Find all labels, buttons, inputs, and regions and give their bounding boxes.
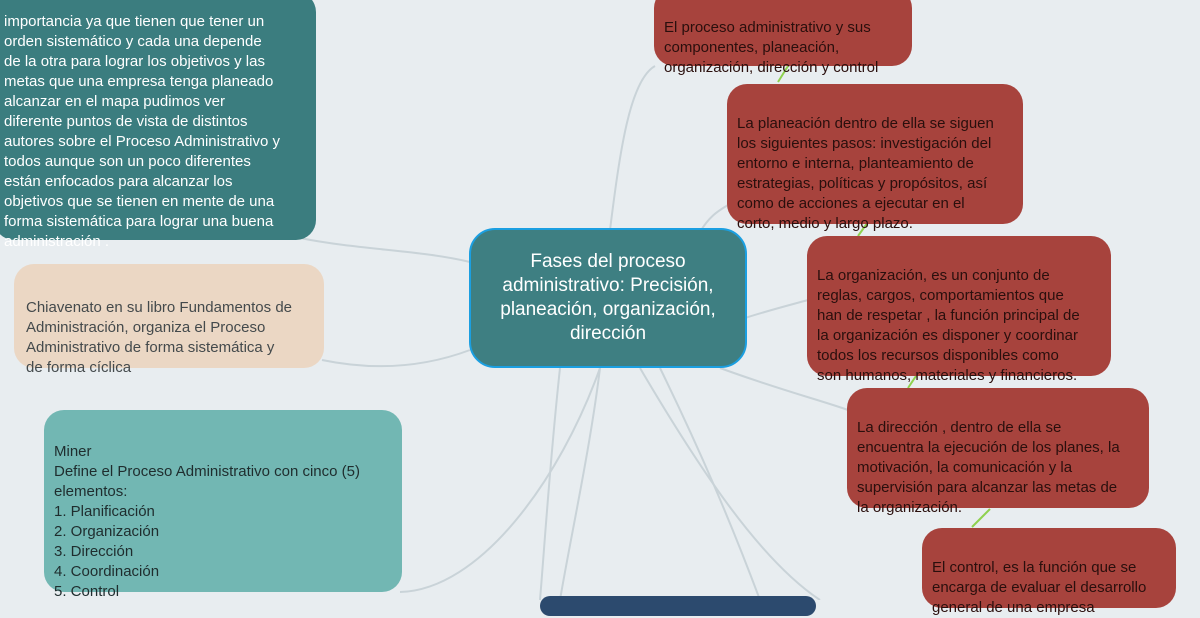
connector-to-summary: [609, 65, 656, 231]
direccion-text: La dirección , dentro de ella se encuent…: [857, 419, 1120, 516]
central-topic-node[interactable]: Fases del proceso administrativo: Precis…: [469, 228, 747, 368]
connector-to-navy: [559, 367, 601, 600]
connector-mid-right: [639, 367, 821, 600]
connector-to-organizacion: [744, 299, 809, 319]
summary-node[interactable]: El proceso administrativo y sus componen…: [654, 0, 912, 76]
green-link-planeacion-organizacion: [857, 221, 869, 237]
organizacion-node[interactable]: La organización, es un conjunto de regla…: [807, 236, 1111, 384]
chiavenato-text: Chiavenato en su libro Fundamentos de Ad…: [26, 299, 293, 376]
connector-to-miner: [399, 367, 601, 593]
conclusion-node[interactable]: importancia ya que tienen que tener un o…: [0, 0, 316, 250]
connector-to-right-lower: [659, 367, 761, 600]
cropped-bottom-node[interactable]: [540, 596, 816, 616]
green-link-organizacion-direccion: [907, 375, 917, 389]
control-node[interactable]: El control, es la función que se encarga…: [922, 528, 1176, 616]
chiavenato-node[interactable]: Chiavenato en su libro Fundamentos de Ad…: [14, 264, 324, 376]
green-link-summary-planeacion: [777, 65, 789, 83]
central-topic-text: Fases del proceso administrativo: Precis…: [500, 251, 716, 344]
connector-to-direccion: [719, 367, 849, 411]
connector-lines: [299, 65, 991, 600]
connector-to-chiavenato: [321, 349, 471, 368]
planeacion-node[interactable]: La planeación dentro de ella se siguen l…: [727, 84, 1023, 232]
connector-to-conclusion: [299, 237, 471, 263]
miner-node[interactable]: Miner Define el Proceso Administrativo c…: [44, 410, 402, 600]
control-text: El control, es la función que se encarga…: [932, 559, 1147, 616]
planeacion-text: La planeación dentro de ella se siguen l…: [737, 115, 994, 232]
connector-mid-down: [539, 367, 561, 600]
organizacion-text: La organización, es un conjunto de regla…: [817, 267, 1080, 384]
miner-text: Miner Define el Proceso Administrativo c…: [54, 443, 360, 600]
green-link-direccion-control: [971, 508, 991, 528]
direccion-node[interactable]: La dirección , dentro de ella se encuent…: [847, 388, 1149, 516]
conclusion-text: importancia ya que tienen que tener un o…: [4, 13, 280, 250]
summary-text: El proceso administrativo y sus componen…: [664, 19, 879, 76]
